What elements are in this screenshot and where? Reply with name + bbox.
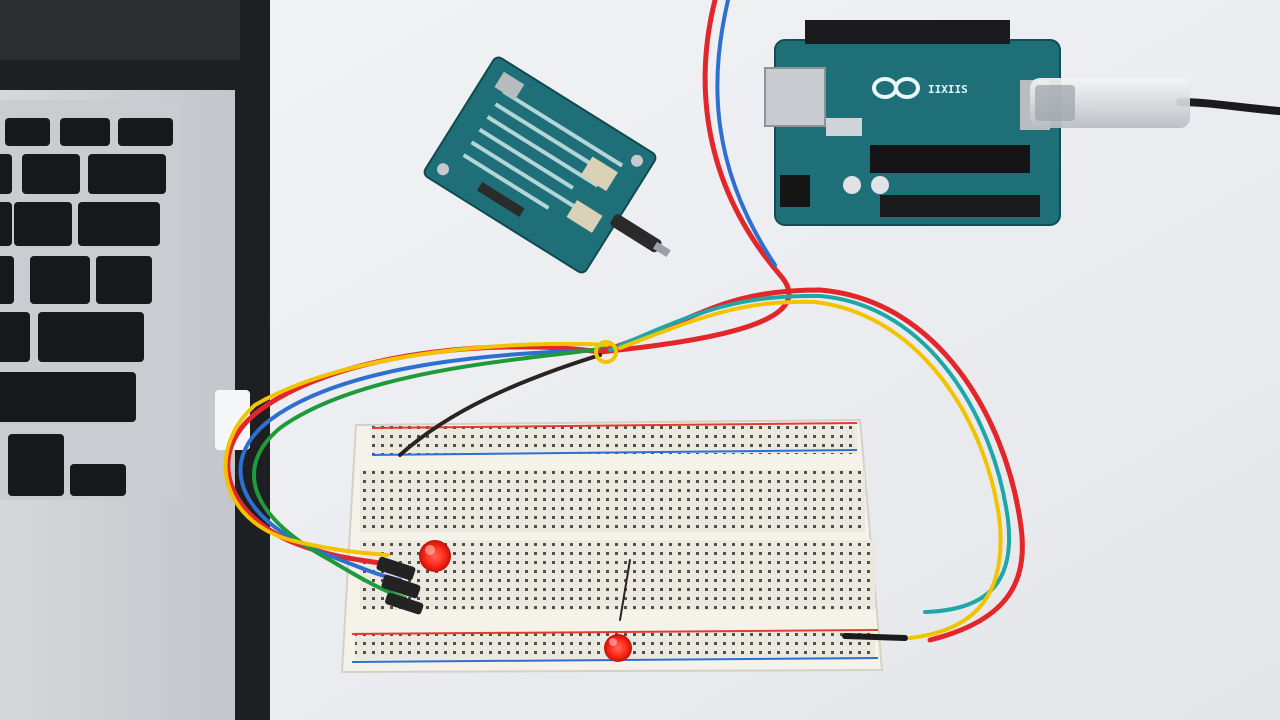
header-pins <box>376 556 424 615</box>
arduino-board-text: IIXIIS <box>928 83 968 96</box>
usb-cable <box>1030 78 1280 128</box>
arduino-logo: IIXIIS <box>872 77 968 99</box>
arduino-board: IIXIIS <box>764 20 1061 226</box>
sensor-module-board <box>423 56 671 274</box>
red-led-2 <box>604 634 632 662</box>
jumper-wires <box>223 0 1025 643</box>
red-led-1 <box>419 540 451 572</box>
laptop <box>0 0 270 720</box>
laptop-keyboard <box>0 118 173 496</box>
breadboard <box>340 418 884 674</box>
